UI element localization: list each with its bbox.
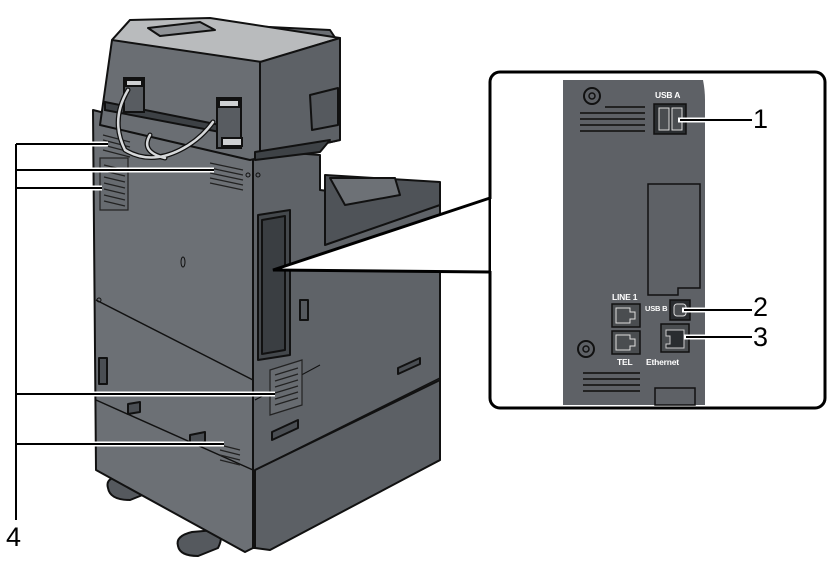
- tel-label: TEL: [617, 357, 633, 367]
- callout-number-4: 4: [6, 522, 22, 552]
- callout-number-1: 1: [753, 104, 769, 134]
- vent-lower-right: [269, 359, 303, 416]
- ethernet-label: Ethernet: [646, 357, 679, 367]
- printer-body: [92, 109, 441, 553]
- callout-4-leaders: [15, 141, 275, 520]
- line1-label: LINE 1: [612, 292, 638, 302]
- scanner-unit: [99, 17, 341, 161]
- callout-number-3: 3: [753, 322, 769, 352]
- vent-upper-center: [209, 162, 244, 191]
- usb-b-port: [669, 299, 691, 321]
- line1-port: [611, 303, 641, 328]
- ethernet-port: [660, 323, 690, 353]
- tel-port: [611, 330, 641, 355]
- vent-left-side: [99, 157, 129, 211]
- callout-number-2: 2: [753, 292, 769, 322]
- callout-1-3-leaders: [678, 117, 752, 340]
- cable-bracket: [104, 77, 243, 149]
- usb-b-label: USB B: [645, 304, 668, 313]
- inset-pointer: [272, 196, 491, 274]
- usb-a-label: USB A: [655, 90, 681, 100]
